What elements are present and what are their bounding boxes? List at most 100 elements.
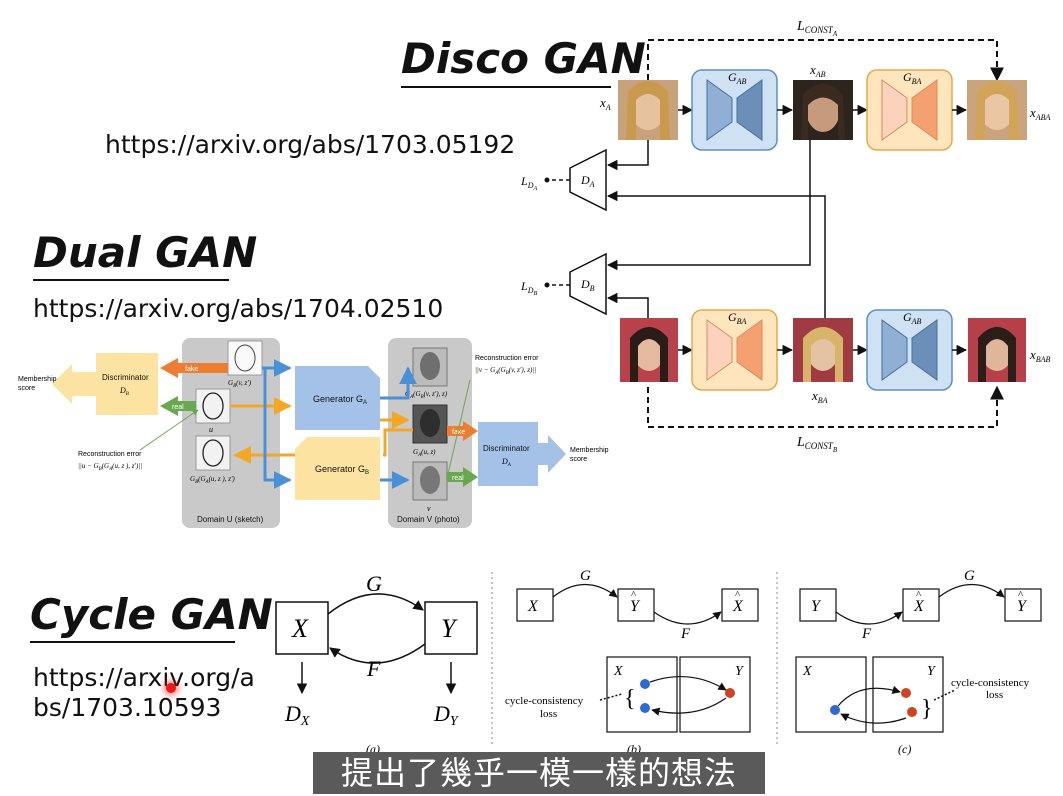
cycle-gan-url-line1[interactable]: https://arxiv.org/a <box>33 663 255 692</box>
real-label-left: real <box>172 404 184 411</box>
v-label: v <box>427 504 431 513</box>
panel-b-xhat-node <box>721 588 759 622</box>
gb-v-z-label: GB(v, z') <box>228 379 252 389</box>
panel-c-f-label: F <box>861 626 872 642</box>
panel-c-x-domain-label: X <box>802 664 812 679</box>
db-sub-label: DB <box>119 386 129 397</box>
panel-c-g-arrow <box>938 584 1005 598</box>
face-xab-image <box>793 80 853 140</box>
dual-gan-underline <box>33 279 229 281</box>
cycle-g-arrow <box>327 593 424 615</box>
recon-error-left-label: Reconstruction error <box>78 451 142 458</box>
panel-c-y-node <box>799 588 837 622</box>
cycle-y-node <box>424 601 478 655</box>
gba-bottom-label: GBA <box>728 310 747 326</box>
panel-c-xhat-node <box>902 588 940 622</box>
photo-face-mid <box>412 404 448 444</box>
recon-error-right-label: Reconstruction error <box>475 355 539 362</box>
panel-b-brace: { <box>624 686 636 712</box>
panel-b-xhat-hat: ^ <box>735 589 741 601</box>
cycle-f-arrow <box>329 643 426 664</box>
real-arrow-left <box>160 396 196 416</box>
arrow-xb-db <box>606 292 649 318</box>
cycle-gan-url-line2[interactable]: bs/1703.10593 <box>33 693 222 722</box>
generator-gba-top-box <box>866 69 953 151</box>
panel-b-y-domain-label: Y <box>735 664 745 679</box>
panel-b-blue-dot-1 <box>640 679 650 689</box>
panel-c-red-dot-1 <box>901 688 911 698</box>
panel-b-x-label: X <box>527 598 539 615</box>
dual-gan-title: Dual GAN <box>33 228 258 277</box>
gab-label: GAB <box>728 70 747 86</box>
cycle-gan-title: Cycle GAN <box>30 590 273 639</box>
panel-b-g-arrow <box>552 584 618 598</box>
real-label-right: real <box>452 475 464 482</box>
cycle-f-label: F <box>366 656 381 681</box>
fake-label-left: fake <box>185 366 198 373</box>
generator-gab-bottom-box <box>866 309 953 391</box>
presentation-pointer-icon <box>166 683 176 693</box>
fake-label-right: fake <box>452 429 465 436</box>
domain-u-label: Domain U (sketch) <box>197 515 264 524</box>
discriminator-db-label: Discriminator <box>102 373 149 382</box>
panel-c-f-arrow <box>835 611 903 625</box>
photo-face-top <box>412 347 448 387</box>
ga-gb-v-label: GA(GB(v, z'), z) <box>405 390 448 400</box>
discriminator-db-box <box>96 353 158 415</box>
panel-b-forward-arrow <box>649 675 727 691</box>
flow-orange-back <box>383 428 413 457</box>
dual-gan-url[interactable]: https://arxiv.org/abs/1704.02510 <box>33 294 444 323</box>
photo-face-bottom <box>412 461 448 501</box>
u-label: u <box>209 425 213 434</box>
panel-c-loss-label-2: loss <box>986 689 1003 701</box>
l-const-a-label: LCONSTA <box>796 19 838 38</box>
membership-right-arrow <box>538 435 566 473</box>
panel-b-g-label: G <box>580 568 591 584</box>
l-const-a-path <box>647 39 1004 82</box>
cycle-x-label: X <box>291 614 309 643</box>
video-subtitle: 提出了幾乎一模一樣的想法 <box>313 752 765 794</box>
cycle-dx-label: DX <box>284 701 310 729</box>
panel-b-f-arrow <box>653 611 722 625</box>
generator-gb-box <box>295 437 380 500</box>
panel-c-xhat-hat: ^ <box>916 589 922 601</box>
panel-b-yhat-node <box>617 588 655 622</box>
lda-label: LDA <box>520 174 537 192</box>
xba-label: xBA <box>811 388 828 405</box>
recon-left-line <box>139 409 199 451</box>
panel-b-x-node <box>516 588 554 622</box>
panel-b-x-domain <box>606 656 678 733</box>
lda-dot <box>544 177 550 183</box>
membership-left-arrow <box>52 364 96 404</box>
panel-b-yhat-label: Y <box>630 598 641 615</box>
da-label: DA <box>580 173 595 189</box>
flow-blue-loop <box>263 368 292 489</box>
arrow-xa-da <box>606 140 649 171</box>
panel-c-y-label: Y <box>811 598 822 615</box>
cycle-g-label: G <box>366 571 382 596</box>
gba-top-label: GBA <box>903 70 922 86</box>
sketch-face-top <box>227 340 263 376</box>
panel-c-yhat-node <box>1004 588 1042 622</box>
membership-left-label-2: score <box>18 385 35 392</box>
panel-b-back-arrow <box>651 697 727 716</box>
face-xaba-image <box>967 80 1027 140</box>
membership-left-label-1: Membership <box>18 376 57 383</box>
generator-ga-label: Generator GA <box>313 394 367 406</box>
panel-b-loss-label-1: cycle-consistency <box>505 695 584 707</box>
xaba-label: xABA <box>1029 105 1051 122</box>
panel-c-label: (c) <box>898 742 911 756</box>
fake-arrow-left <box>160 358 228 378</box>
gab-bottom-label: GAB <box>903 310 922 326</box>
domain-u-panel <box>182 338 280 528</box>
panel-c-forward-arrow <box>837 685 901 707</box>
db-label: DB <box>580 277 595 293</box>
disco-gan-url[interactable]: https://arxiv.org/abs/1703.05192 <box>105 130 516 159</box>
sketch-face-mid <box>195 388 231 424</box>
generator-gb-label: Generator GB <box>315 464 369 476</box>
real-arrow-right <box>447 467 478 487</box>
arrow-xba-da <box>606 190 826 318</box>
gb-ga-u-label: GB(GA(u, z ), z') <box>190 475 235 485</box>
